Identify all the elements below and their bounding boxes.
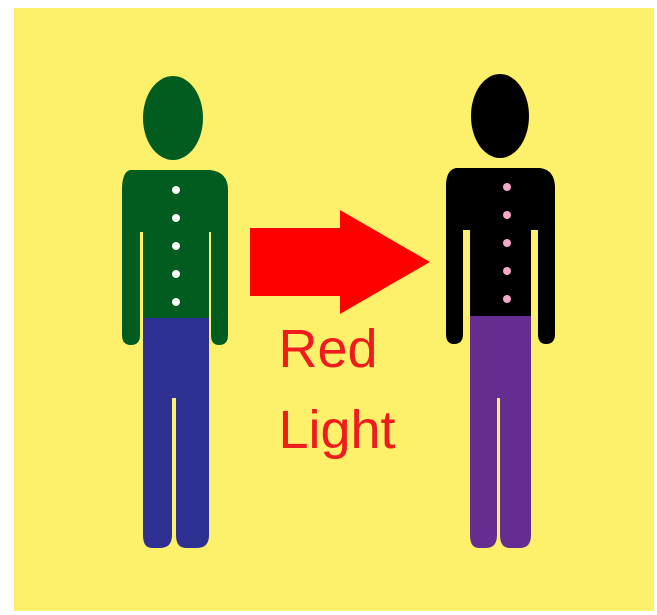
background-panel xyxy=(14,8,654,611)
shirt-button xyxy=(503,183,511,191)
caption-line-2: Light xyxy=(278,400,395,460)
shirt-button xyxy=(172,298,180,306)
shirt-button xyxy=(172,186,180,194)
caption-line-1: Red xyxy=(278,319,377,379)
shirt-button xyxy=(503,211,511,219)
shirt-button xyxy=(172,214,180,222)
figure-before-pants xyxy=(143,314,209,548)
shirt-button xyxy=(503,239,511,247)
shirt-button xyxy=(172,270,180,278)
figure-after-head xyxy=(471,74,529,158)
figure-before-head xyxy=(143,76,203,160)
figure-after-pants xyxy=(470,312,531,548)
shirt-button xyxy=(503,267,511,275)
shirt-button xyxy=(172,242,180,250)
shirt-button xyxy=(503,295,511,303)
